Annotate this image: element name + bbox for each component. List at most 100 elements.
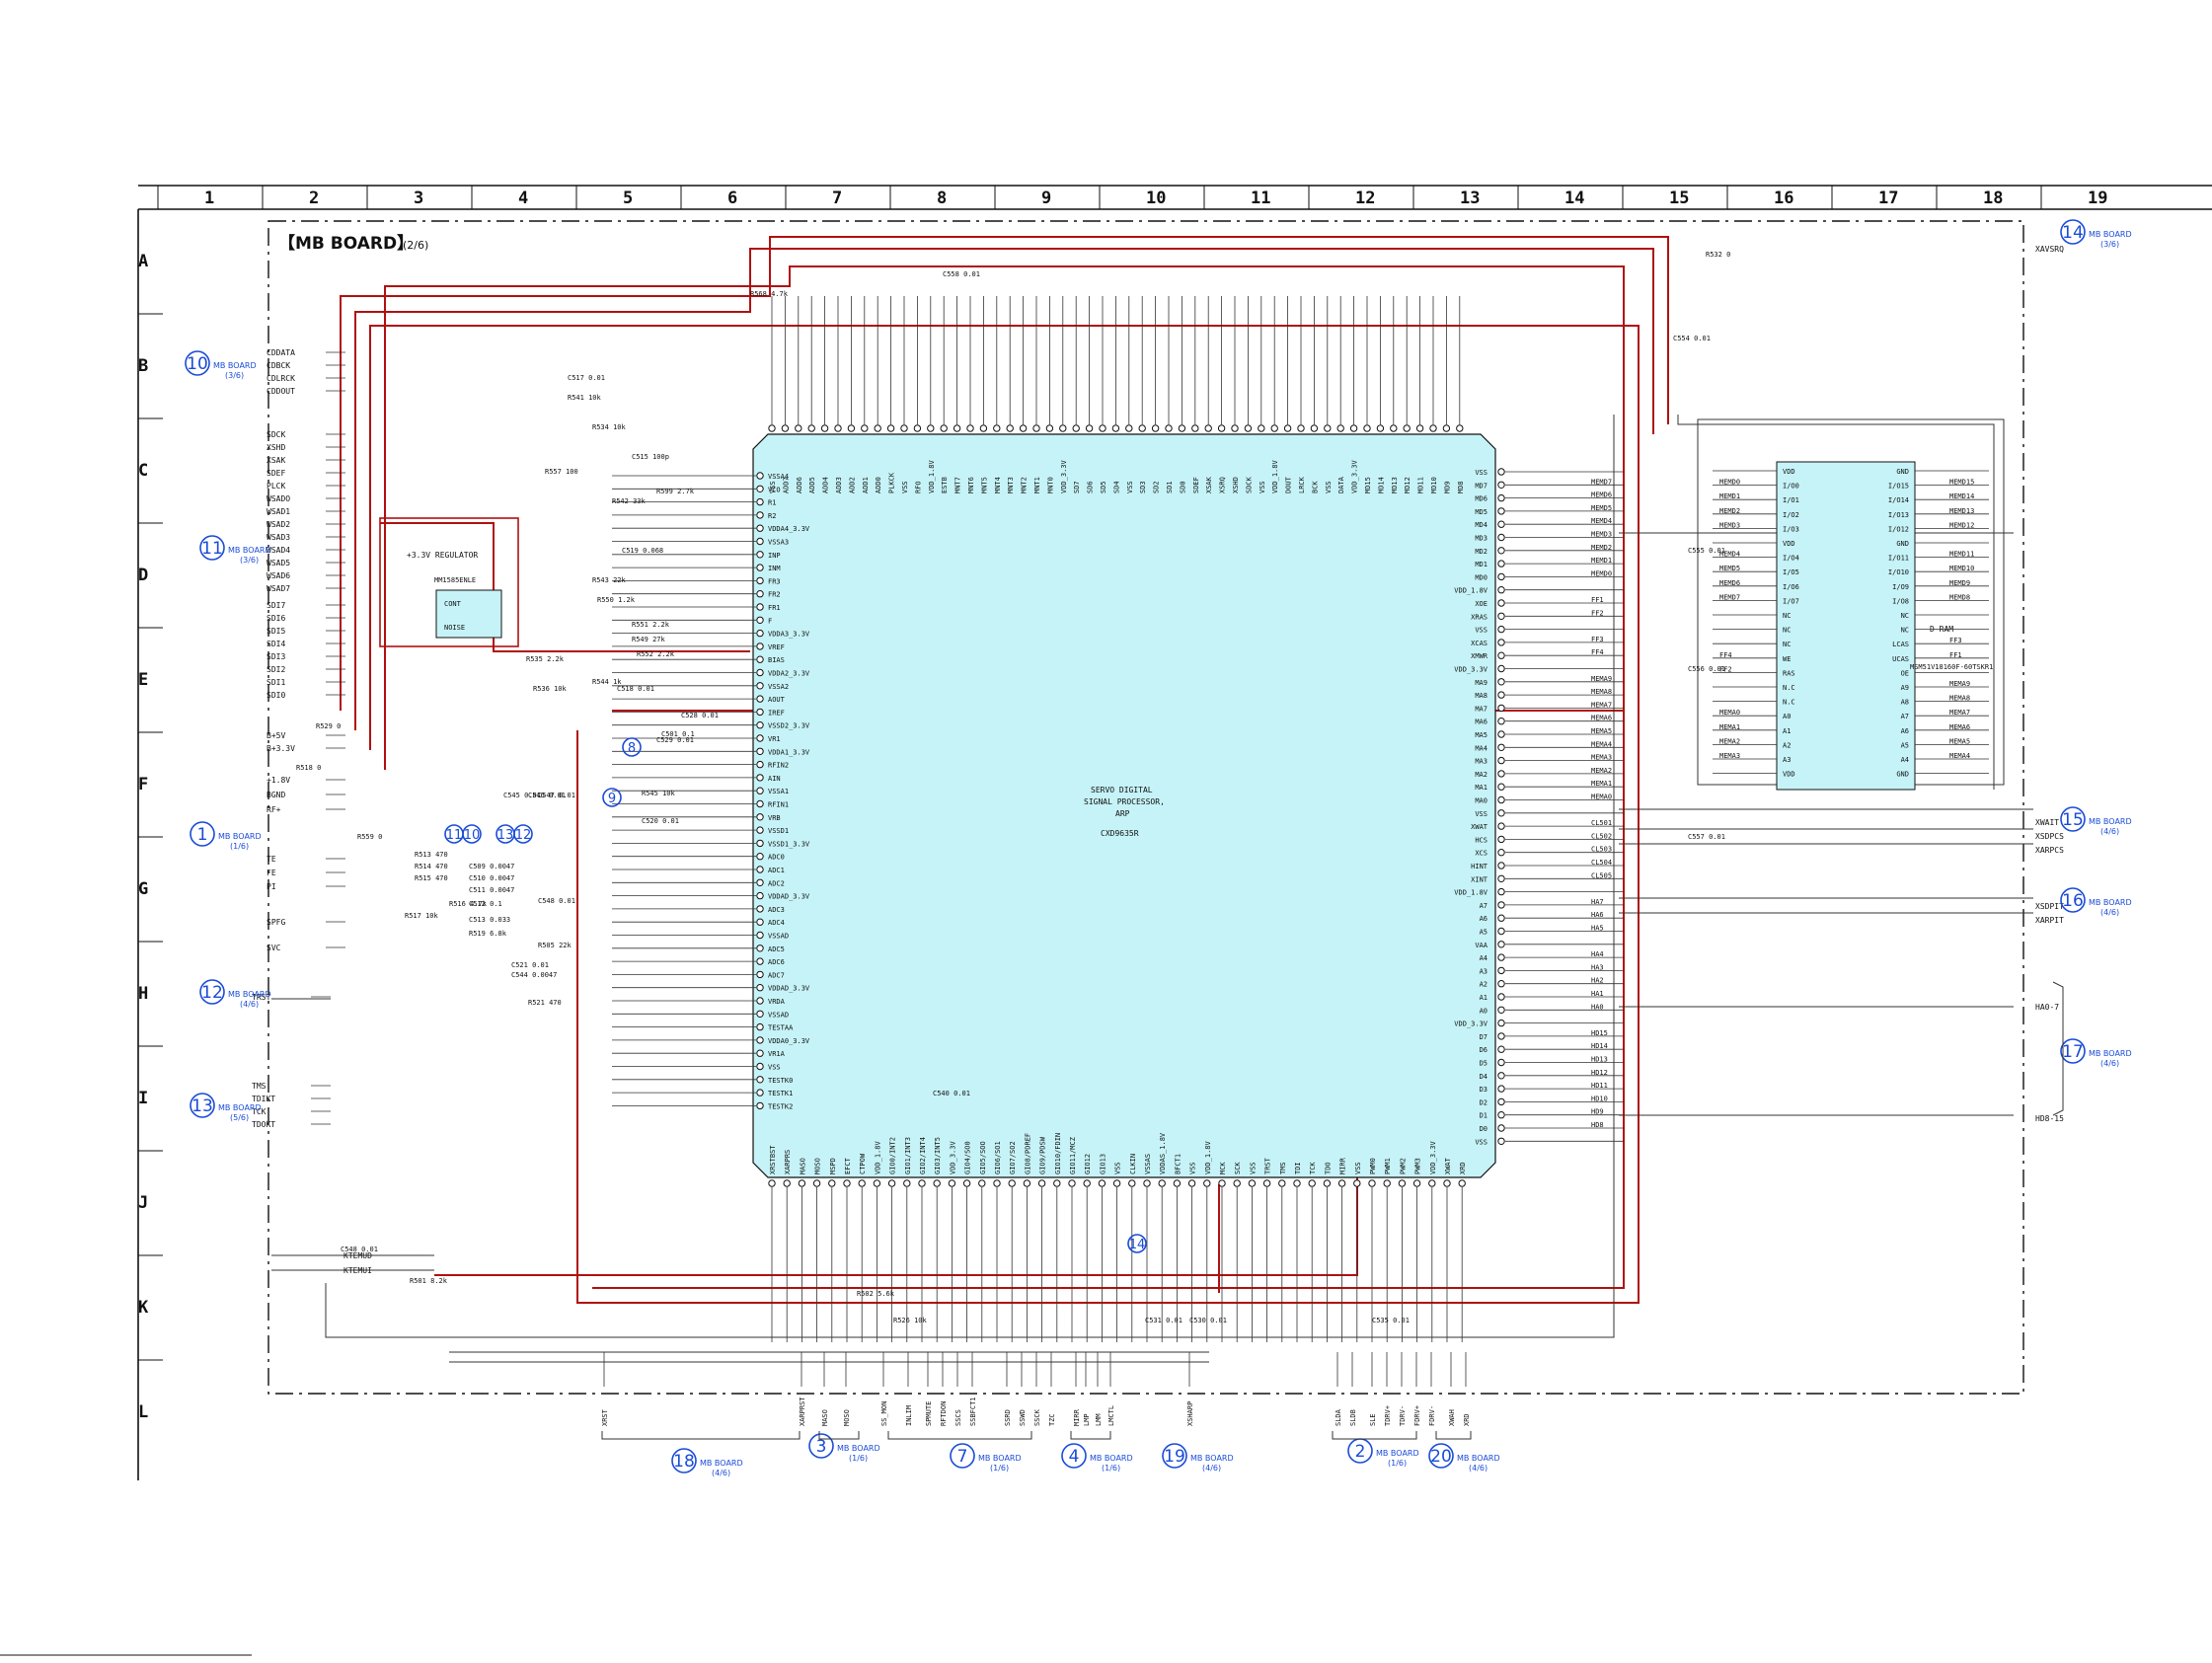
pin-name: MA6 xyxy=(1475,718,1487,726)
pin-name: A1 xyxy=(1480,994,1487,1002)
ref-sub: (3/6) xyxy=(225,371,244,380)
pin-marker xyxy=(1497,743,1505,751)
dram-pin-name: A2 xyxy=(1783,741,1791,749)
pin-marker xyxy=(1138,424,1146,432)
pin-name: GIO3/INT5 xyxy=(934,1137,942,1174)
dram-pin-name: I/O11 xyxy=(1888,555,1909,563)
pin-marker xyxy=(1497,1137,1505,1146)
left-signal: CDBCK xyxy=(267,361,290,370)
pin-marker xyxy=(1497,783,1505,791)
pin-name: MNT5 xyxy=(980,477,988,493)
ref-label: MB BOARD xyxy=(1376,1449,1419,1458)
bottom-signal: MOSO xyxy=(843,1409,851,1426)
net-label: HA1 xyxy=(1591,990,1604,998)
component-label: C510 0.0047 xyxy=(469,874,514,882)
pin-marker xyxy=(756,576,764,585)
pin-marker xyxy=(756,1062,764,1071)
pin-name: VDD_3.3V xyxy=(1060,459,1068,493)
pin-marker xyxy=(1497,612,1505,620)
pin-marker xyxy=(1497,625,1505,634)
dram-net: MEMA9 xyxy=(1949,680,1970,688)
pin-marker xyxy=(1443,1179,1451,1187)
left-signal: WSAD5 xyxy=(267,559,290,567)
ref-circle xyxy=(185,350,210,376)
pin-marker xyxy=(781,424,790,432)
pin-name: SD7 xyxy=(1073,481,1081,493)
regulator-title: +3.3V REGULATOR xyxy=(407,551,478,560)
pin-marker xyxy=(1497,1085,1505,1093)
pin-marker xyxy=(798,1179,806,1187)
pin-name: R1 xyxy=(768,499,776,507)
dram-pin-name: I/O6 xyxy=(1783,583,1799,591)
component-label: C515 100p xyxy=(632,453,669,461)
pin-marker xyxy=(1111,424,1120,432)
bottom-signal: SSBFCT1 xyxy=(969,1397,977,1426)
pin-marker xyxy=(1006,424,1014,432)
left-signal: WSAD7 xyxy=(267,584,290,593)
dram-pin-name: N.C xyxy=(1783,699,1795,707)
net-label: HD8 xyxy=(1591,1121,1604,1129)
net-label: MEMD1 xyxy=(1591,557,1612,565)
dram-net: MEMA4 xyxy=(1949,752,1970,760)
pin-name: TESTK1 xyxy=(768,1090,793,1097)
component-label: C509 0.0047 xyxy=(469,863,514,870)
ref-label: MB BOARD xyxy=(218,1103,262,1112)
dram-pin-name: I/O15 xyxy=(1888,483,1909,491)
pin-marker xyxy=(1497,966,1505,975)
dram-pins: VDDI/O0MEMD0I/O1MEMD1I/O2MEMD2I/O3MEMD3V… xyxy=(1713,468,1989,779)
pin-name: ADC4 xyxy=(768,919,785,927)
ref-circle xyxy=(950,1443,975,1469)
component-label: C548 0.01 xyxy=(538,897,575,905)
component-label: R505 22k xyxy=(538,942,572,949)
dram-net: MEMA6 xyxy=(1949,723,1970,731)
bottom-signal: SLDB xyxy=(1349,1409,1357,1426)
pin-name: VSS xyxy=(1475,1138,1487,1146)
bottom-signal: SSCK xyxy=(1033,1408,1041,1426)
ref-label: MB BOARD xyxy=(1457,1454,1500,1463)
pin-name: MNT7 xyxy=(954,477,962,493)
pin-marker xyxy=(1368,1179,1376,1187)
ref-number: 15 xyxy=(2062,810,2084,830)
pin-marker xyxy=(1497,651,1505,659)
pin-name: PWM2 xyxy=(1399,1158,1407,1174)
left-signal: SDI6 xyxy=(267,614,285,623)
ref-label: MB BOARD xyxy=(228,546,271,555)
ref-circle xyxy=(2060,887,2086,913)
pin-marker xyxy=(1497,822,1505,830)
pin-name: D2 xyxy=(1480,1098,1487,1106)
inner-ref-number: 10 xyxy=(464,828,481,843)
pin-marker xyxy=(1497,586,1505,594)
pin-name: XSRQ xyxy=(1219,477,1227,493)
bottom-signal: FDRV- xyxy=(1428,1405,1436,1426)
pin-marker xyxy=(756,537,764,546)
pin-name: AOUT xyxy=(768,696,786,704)
pin-marker xyxy=(756,1089,764,1096)
net-label: HA0 xyxy=(1591,1003,1604,1011)
bottom-signal: RFTDON xyxy=(940,1401,948,1426)
bottom-brackets xyxy=(601,981,2064,1440)
pin-marker xyxy=(1032,424,1040,432)
pin-name: VDDA1_3.3V xyxy=(768,748,810,756)
column-label: 5 xyxy=(623,189,633,208)
ref-circle xyxy=(190,1093,215,1118)
pin-marker xyxy=(1283,424,1292,432)
pin-marker xyxy=(1191,424,1199,432)
dram-pin-name: RAS xyxy=(1783,669,1795,677)
